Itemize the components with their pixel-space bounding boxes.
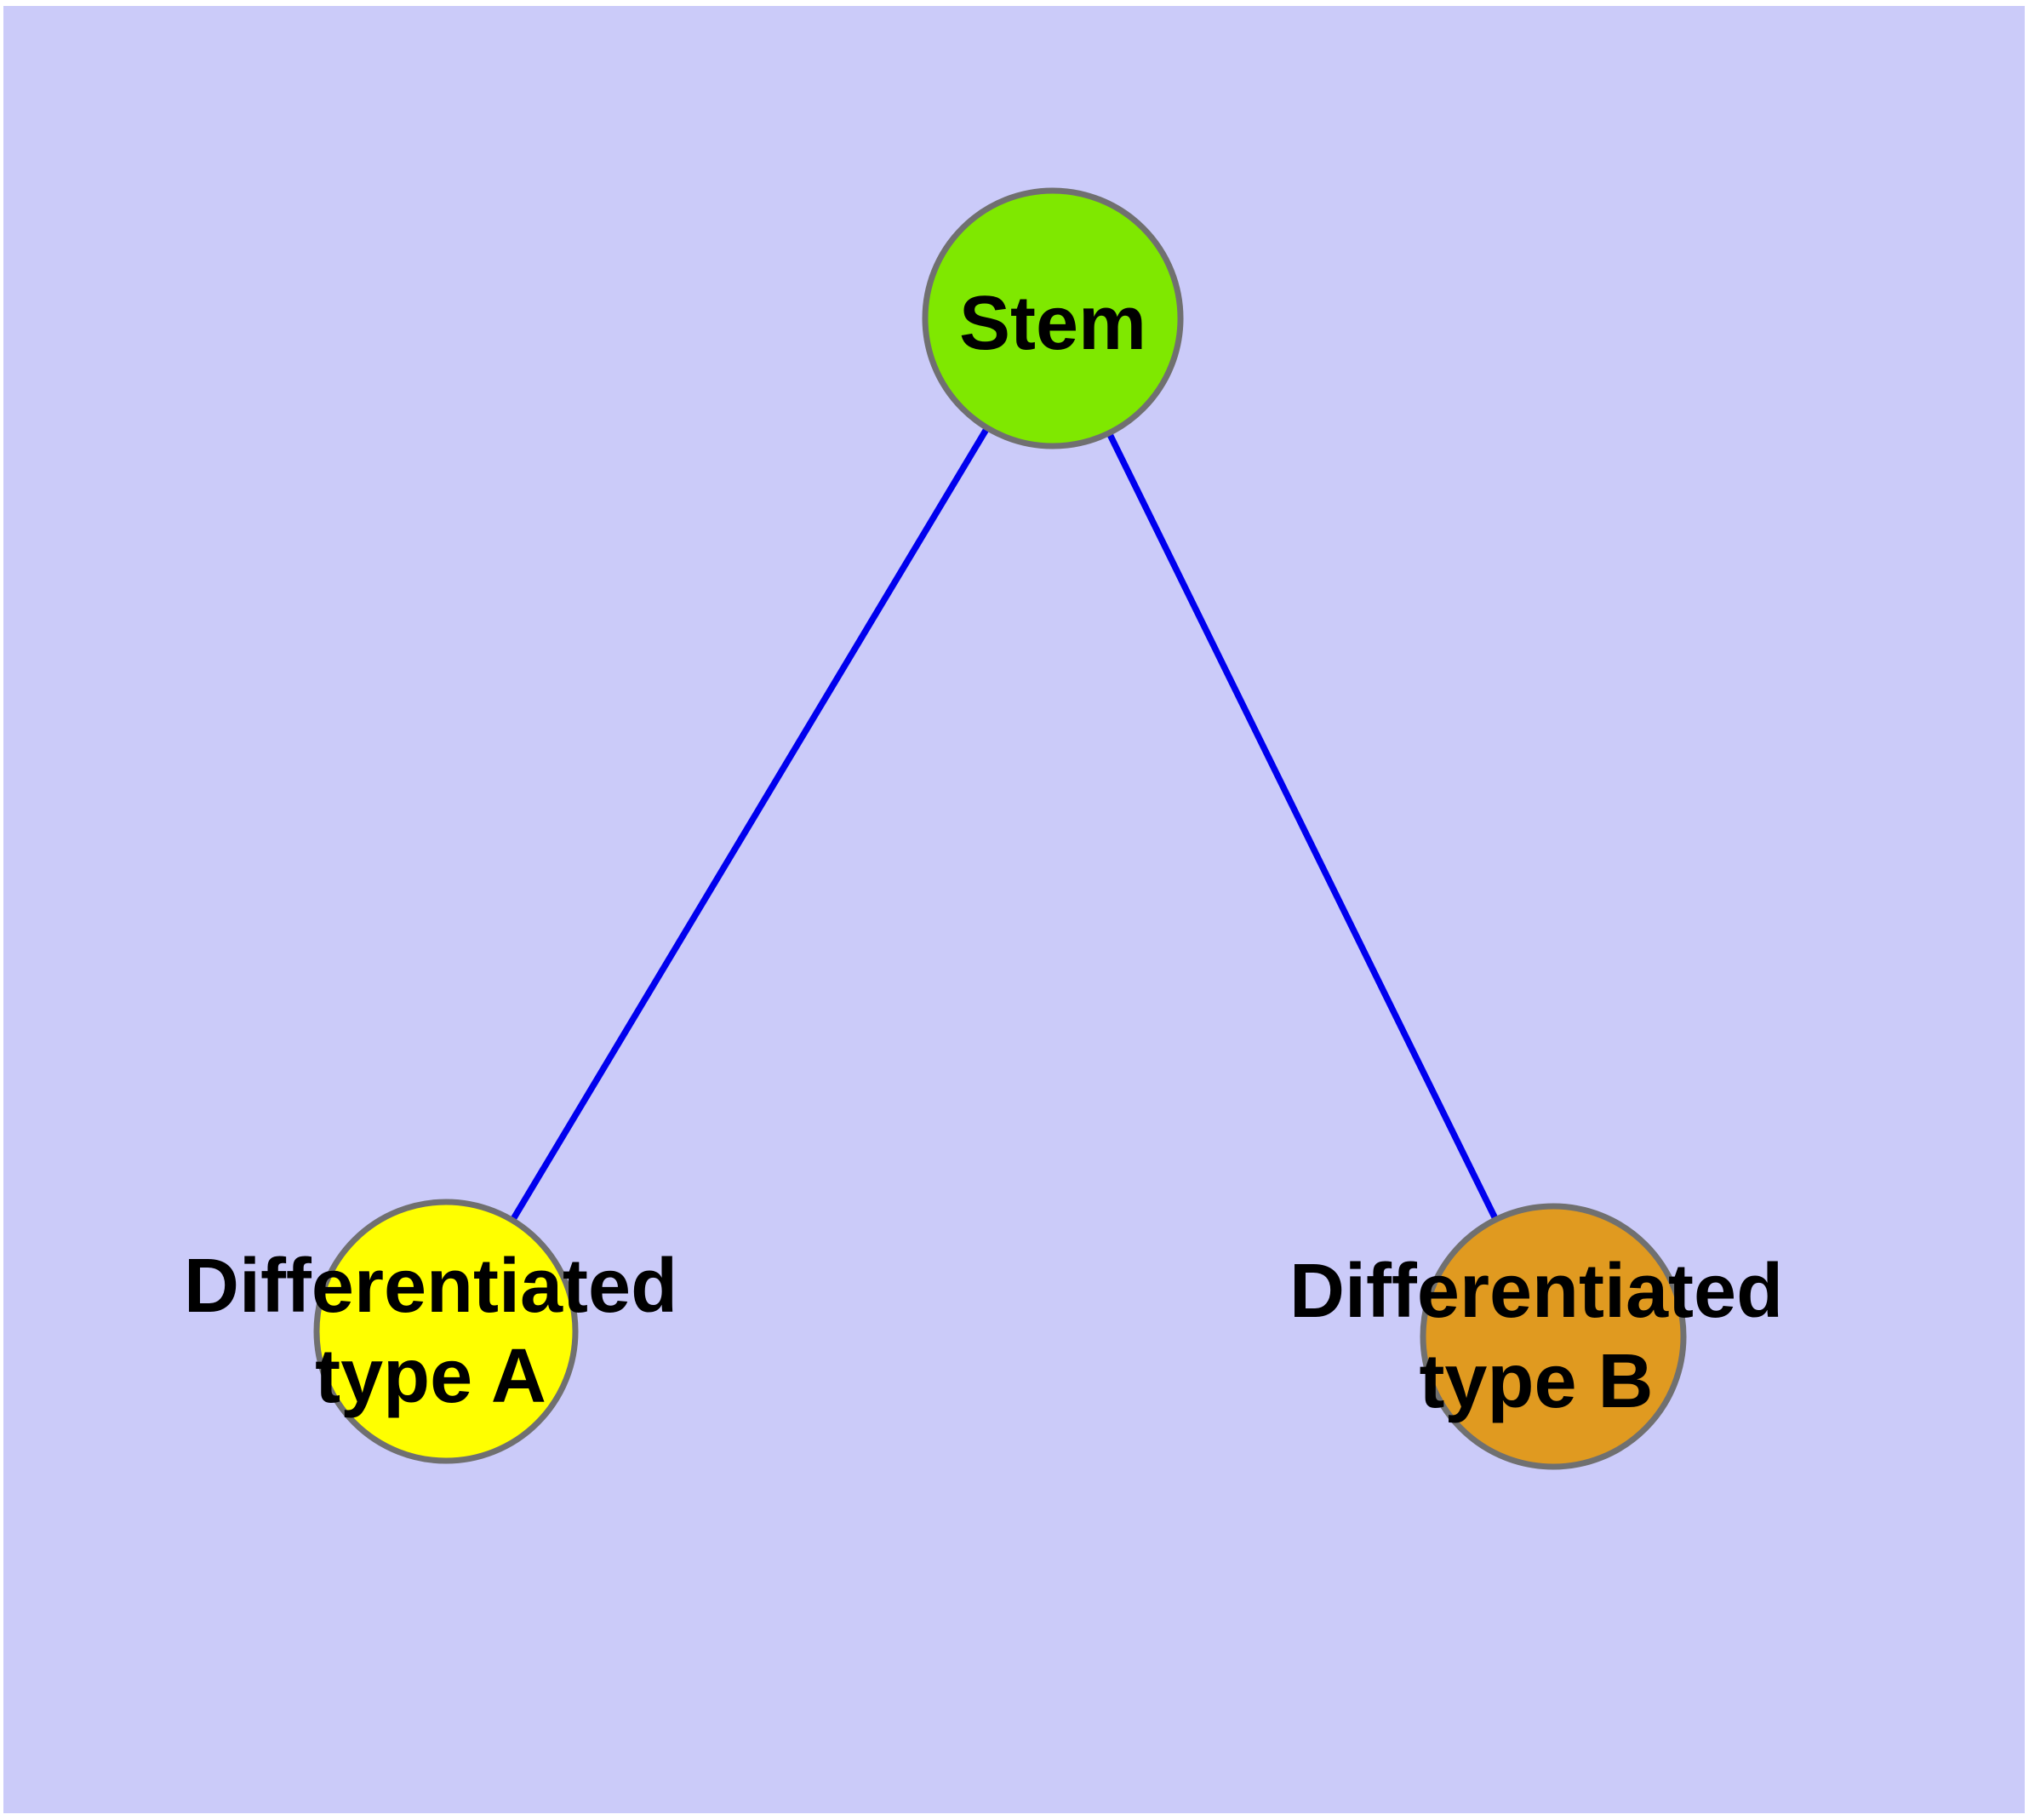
node-label-type-b-line1: Differentiated (1289, 1249, 1784, 1334)
node-differentiated-type-a-circle (313, 1199, 579, 1464)
node-label-stem-text: Stem (958, 281, 1147, 366)
node-differentiated-type-b-circle (1420, 1203, 1687, 1470)
edge-stem-to-type-b (1049, 317, 1557, 1338)
node-label-differentiated-type-a: Differentiated type A (184, 1241, 677, 1422)
node-label-type-b-line2: type B (1419, 1339, 1654, 1424)
edge-stem-to-type-a (443, 317, 1056, 1333)
node-label-differentiated-type-b: Differentiated type B (1289, 1246, 1783, 1427)
node-label-stem: Stem (959, 278, 1146, 369)
node-label-type-a-line1: Differentiated (183, 1244, 678, 1329)
node-label-type-a-line2: type A (315, 1334, 546, 1419)
node-stem-circle (922, 187, 1184, 449)
